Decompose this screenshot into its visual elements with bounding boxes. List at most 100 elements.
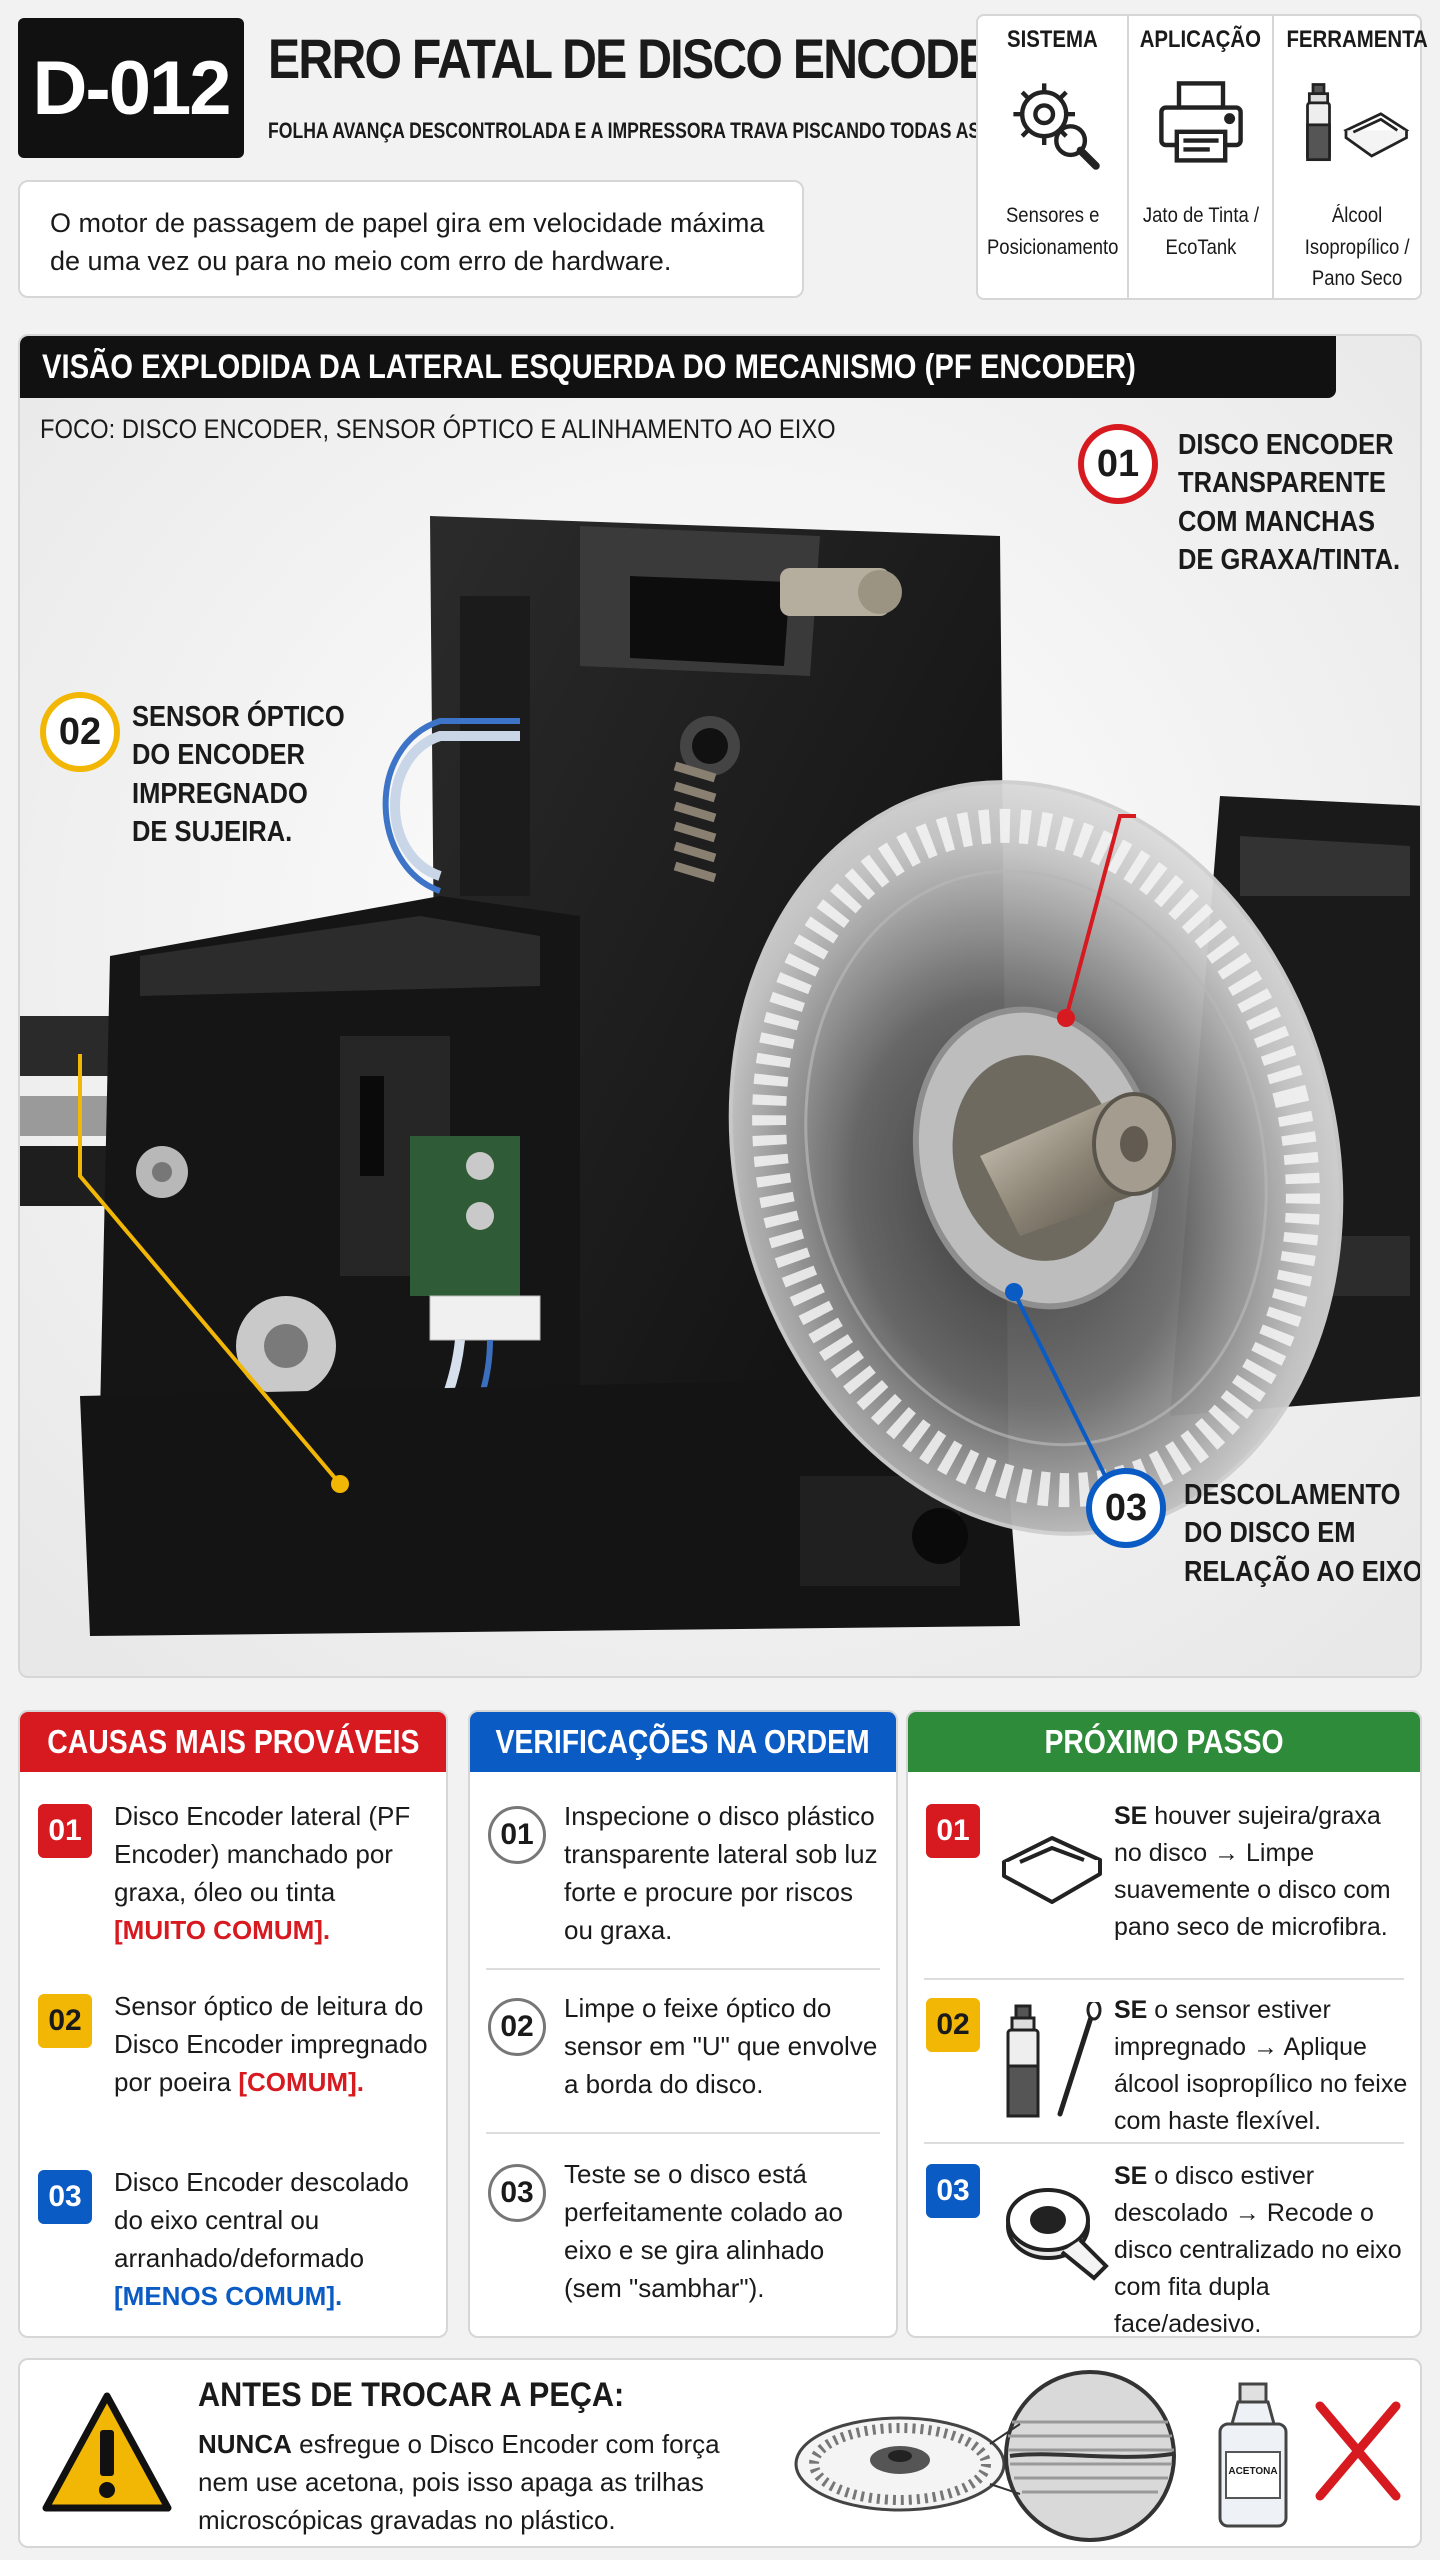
next-step-number: 03 [926,2164,980,2218]
callout-03-text: DESCOLAMENTO DO DISCO EM RELAÇÃO AO EIXO… [1184,1476,1422,1591]
divider [486,2132,880,2134]
callout-02-text: SENSOR ÓPTICO DO ENCODER IMPREGNADO DE S… [132,698,345,851]
next-step-condition: SE [1114,2162,1148,2190]
warning-never: NUNCA [198,2429,292,2459]
info-tool-text: Álcool Isopropílico / Pano Seco [1284,200,1430,295]
info-application-line: Jato de Tinta / [1142,204,1259,227]
info-tool: FERRAMENTA Álcool Isopropílico / Pano Se… [1274,16,1440,298]
check-text: Inspecione o disco plástico transparente… [564,1801,878,1945]
callout-01-line: DE GRAXA/TINTA. [1178,543,1401,576]
cause-frequency-tag: [COMUM]. [238,2066,364,2097]
next-step-description: o disco estiver descolado → Recode o dis… [1114,2162,1402,2338]
next-step-heading-text: PRÓXIMO PASSO [1044,1723,1284,1760]
cause-number: 01 [38,1804,92,1858]
info-tool-line: Pano Seco [1311,267,1403,290]
cause-frequency-tag: [MENOS COMUM]. [114,2280,343,2311]
cause-number: 02 [38,1994,92,2048]
callout-line-01 [1064,814,1136,1019]
acetone-bottle-icon [1218,2382,1288,2528]
callout-line-02 [78,1054,342,1486]
divider [486,1968,880,1970]
callout-01-badge: 01 [1078,424,1158,504]
error-code-badge: D-012 [18,18,244,158]
callout-dot-02 [331,1475,349,1493]
callout-dot-01 [1057,1009,1075,1027]
alcohol-swab-icon [1006,2002,1102,2118]
next-step-number: 02 [926,1998,980,2052]
warning-description: esfregue o Disco Encoder com força nem u… [198,2429,720,2535]
divider [924,1978,1404,1980]
causes-panel: CAUSAS MAIS PROVÁVEIS 01 Disco Encoder l… [18,1710,448,2338]
callout-02-badge: 02 [40,692,120,772]
next-step-text: SE houver sujeira/graxa no disco → Limpe… [1114,1798,1410,1946]
check-number: 02 [488,1998,546,2056]
page-subtitle: FOLHA AVANÇA DESCONTROLADA E A IMPRESSOR… [268,118,1043,143]
info-system-head: SISTEMA [1007,26,1099,53]
callout-01-text: DISCO ENCODER TRANSPARENTE COM MANCHAS D… [1178,426,1400,579]
info-system-line: Sensores e [1005,204,1100,227]
checks-panel: VERIFICAÇÕES NA ORDEM 01 Inspecione o di… [468,1710,898,2338]
info-panel: SISTEMA Sensores e Posicionamento APLICA… [976,14,1428,300]
acetone-label: ACETONA [1228,2466,1278,2477]
check-number: 01 [488,1806,546,1864]
callout-01-line: TRANSPARENTE [1178,467,1386,500]
callout-02-line: DO ENCODER [132,739,305,772]
next-step-text: SE o disco estiver descolado → Recode o … [1114,2158,1410,2338]
mechanism-illustration [20,336,1420,1676]
callout-03-line: RELAÇÃO AO EIXO. [1184,1555,1422,1588]
intro-box: O motor de passagem de papel gira em vel… [18,180,804,298]
adhesive-tape-icon [1006,2188,1109,2281]
checks-heading: VERIFICAÇÕES NA ORDEM [470,1712,896,1772]
microfiber-cloth-icon [1002,1836,1102,1904]
info-application-head: APLICAÇÃO [1140,26,1262,53]
cause-text: Disco Encoder lateral (PF Encoder) manch… [114,1798,432,1950]
info-system: SISTEMA Sensores e Posicionamento [978,16,1130,298]
exploded-view-heading-text: VISÃO EXPLODIDA DA LATERAL ESQUERDA DO M… [42,347,1136,386]
check-text: Teste se o disco está perfeitamente cola… [564,2159,843,2303]
page-title: ERRO FATAL DE DISCO ENCODER (PF) [268,27,1122,90]
cause-description: Sensor óptico de leitura do Disco Encode… [114,1991,428,2097]
warning-text: NUNCA esfregue o Disco Encoder com força… [198,2426,758,2540]
alcohol-cloth-icon [1306,83,1410,162]
cause-number: 03 [38,2170,92,2224]
shaft [980,1092,1176,1236]
callout-01-line: DISCO ENCODER [1178,429,1394,461]
callout-03-badge: 03 [1086,1468,1166,1548]
next-step-condition: SE [1114,1802,1148,1830]
warning-panel: ANTES DE TROCAR A PEÇA: NUNCA esfregue o… [18,2358,1422,2548]
divider [924,2142,1404,2144]
intro-line: de uma vez ou para no meio com erro de h… [50,246,672,277]
cause-text: Sensor óptico de leitura do Disco Encode… [114,1988,432,2102]
callout-02-line: IMPREGNADO [132,777,308,810]
cause-description: Disco Encoder lateral (PF Encoder) manch… [114,1801,411,1907]
info-application-text: Jato de Tinta / EcoTank [1143,200,1259,263]
next-step-heading: PRÓXIMO PASSO [908,1712,1420,1772]
exploded-view-heading: VISÃO EXPLODIDA DA LATERAL ESQUERDA DO M… [20,336,1336,398]
callout-01-line: COM MANCHAS [1178,505,1376,538]
cause-frequency-tag: [MUITO COMUM]. [114,1914,331,1945]
callout-03-line: DESCOLAMENTO [1184,1479,1401,1511]
causes-heading: CAUSAS MAIS PROVÁVEIS [20,1712,446,1772]
callout-02-line: SENSOR ÓPTICO [132,701,345,733]
info-system-line: Posicionamento [986,235,1119,259]
exploded-view-focus: FOCO: DISCO ENCODER, SENSOR ÓPTICO E ALI… [40,414,836,444]
info-application: APLICAÇÃO Jato de Tinta / EcoTank [1129,16,1275,298]
checks-heading-text: VERIFICAÇÕES NA ORDEM [495,1723,871,1760]
next-step-text: SE o sensor estiver impregnado → Aplique… [1114,1992,1410,2140]
next-step-description: o sensor estiver impregnado → Aplique ál… [1114,1996,1408,2135]
causes-heading-text: CAUSAS MAIS PROVÁVEIS [46,1723,420,1760]
next-step-panel: PRÓXIMO PASSO 01 SE houver sujeira/graxa… [906,1710,1422,2338]
printer-icon [1158,81,1243,163]
intro-line: O motor de passagem de papel gira em vel… [50,208,765,238]
callout-03-line: DO DISCO EM [1184,1517,1356,1550]
callout-02-line: DE SUJEIRA. [132,815,293,848]
sensor-block [80,896,1020,1636]
info-system-text: Sensores e Posicionamento [987,200,1118,263]
check-number: 03 [488,2164,546,2222]
cause-description: Disco Encoder descolado do eixo central … [114,2167,409,2273]
info-tool-line: Álcool Isopropílico / [1304,204,1410,259]
next-step-condition: SE [1114,1996,1148,2024]
next-step-description: houver sujeira/graxa no disco → Limpe su… [1114,1802,1391,1941]
info-tool-head: FERRAMENTA [1286,26,1428,53]
check-text: Limpe o feixe óptico do sensor em "U" qu… [564,1993,878,2099]
